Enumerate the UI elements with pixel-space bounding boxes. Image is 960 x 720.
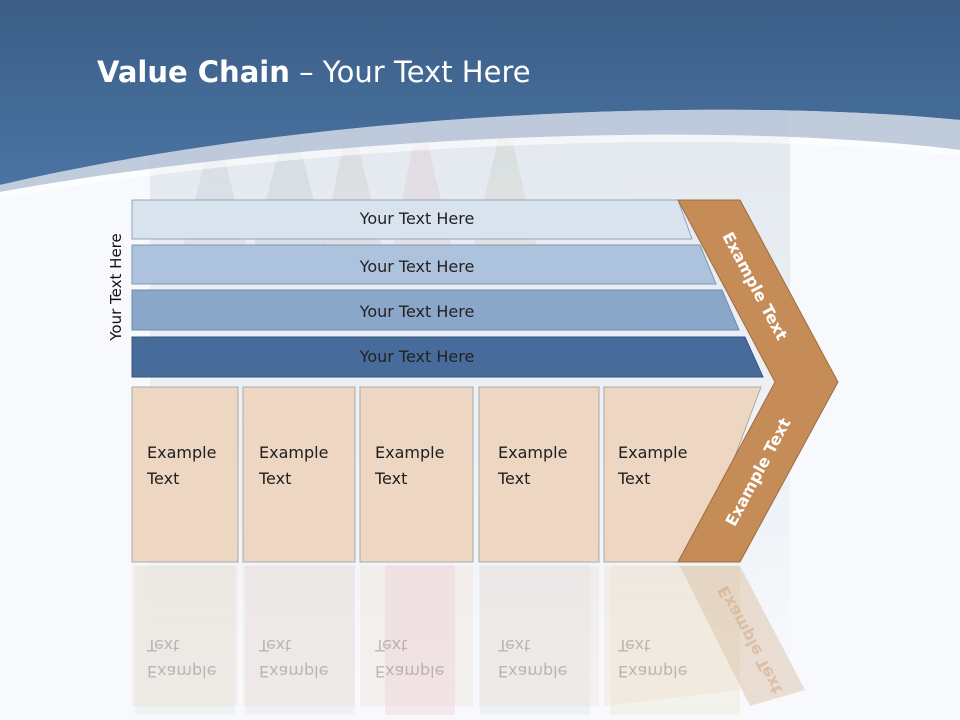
- band-1-label: Your Text Here: [359, 209, 475, 228]
- page-title: Value Chain – Your Text Here: [97, 55, 531, 89]
- card-2-line2: Text: [259, 469, 292, 488]
- band-1-shape: [131, 199, 693, 240]
- band-2-shape: [131, 244, 717, 285]
- card-reflections: [132, 566, 805, 706]
- page-title-bold: Value Chain: [97, 55, 290, 89]
- chevron-arrow-shape: [677, 199, 839, 563]
- card-2-shape: [242, 386, 356, 563]
- header-band: [0, 0, 960, 185]
- band-4-label: Your Text Here: [359, 347, 475, 366]
- card-5-line2: Text: [618, 469, 651, 488]
- card-1-line2: Text: [147, 469, 180, 488]
- card-4-shape: [478, 386, 600, 563]
- card-4-line2: Text: [498, 469, 531, 488]
- card-3-shape: [359, 386, 474, 563]
- card-1-line1: Example: [147, 443, 217, 462]
- card-4-line1: Example: [498, 443, 568, 462]
- band-4-shape: [131, 336, 764, 378]
- band-2-label: Your Text Here: [359, 257, 475, 276]
- band-3-shape: [131, 289, 740, 331]
- header-wave-line: [0, 134, 960, 198]
- card-3-line1: Example: [375, 443, 445, 462]
- band-3-label: Your Text Here: [359, 302, 475, 321]
- header-wave-highlight: [0, 109, 960, 192]
- card-1-shape: [131, 386, 239, 563]
- card-5-line1: Example: [618, 443, 688, 462]
- card-3-line2: Text: [375, 469, 408, 488]
- card-2-line1: Example: [259, 443, 329, 462]
- page-title-rest: – Your Text Here: [289, 55, 531, 89]
- side-vertical-label: Your Text Here: [107, 233, 125, 341]
